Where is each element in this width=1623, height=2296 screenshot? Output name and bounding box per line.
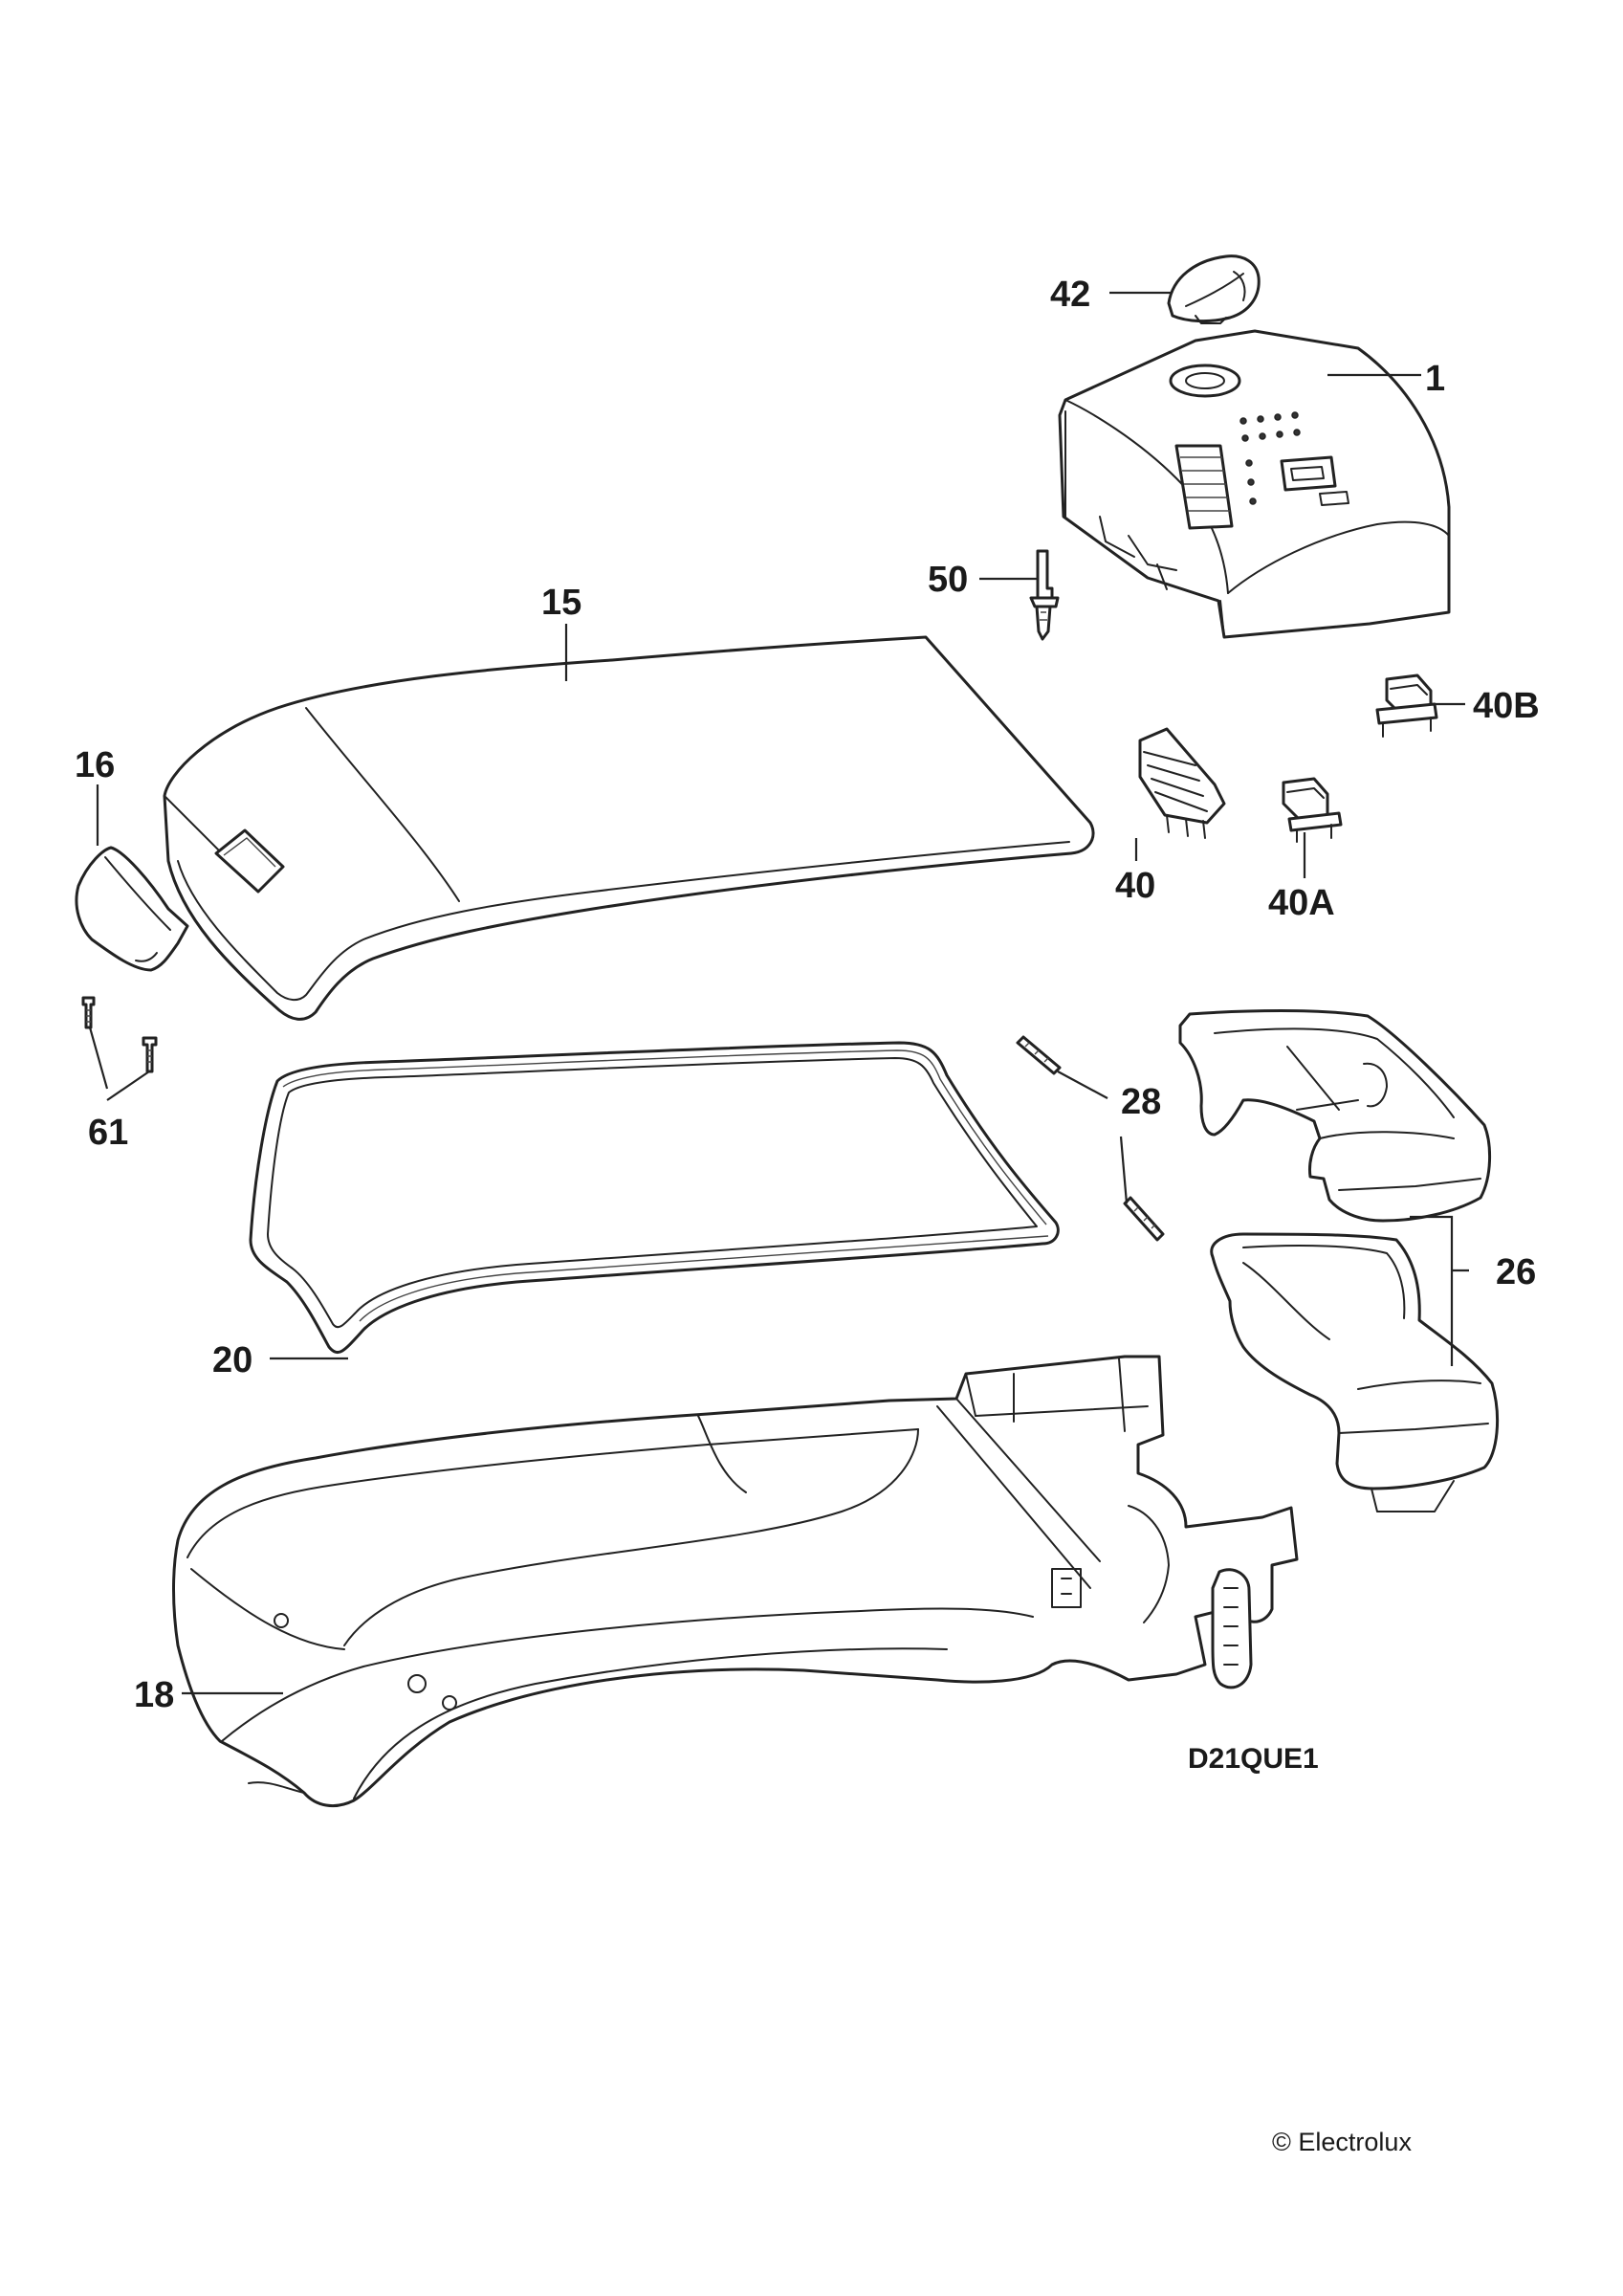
part-15-lid (163, 635, 1095, 1021)
label-20: 20 (212, 1340, 252, 1380)
drawing-code: D21QUE1 (1188, 1743, 1319, 1775)
label-26: 26 (1496, 1252, 1536, 1292)
part-28-hinge-pins (1016, 1035, 1165, 1242)
leader-28b (1119, 1136, 1129, 1204)
part-20-seal (249, 1041, 1060, 1354)
leader-61b (106, 1071, 150, 1101)
label-61: 61 (88, 1113, 128, 1153)
label-40A: 40A (1268, 883, 1335, 923)
leader-28a (1057, 1071, 1108, 1099)
part-16-hinge-cover (75, 846, 189, 972)
part-40A-switch (1282, 777, 1343, 843)
label-15: 15 (541, 583, 581, 623)
leader-26 (1410, 1215, 1469, 1366)
part-26-dispenser (1178, 1009, 1500, 1512)
label-40B: 40B (1473, 686, 1540, 726)
part-50-pin (1029, 549, 1060, 641)
part-18-top-frame (172, 1355, 1299, 1808)
label-28: 28 (1121, 1082, 1161, 1122)
part-40-button-block (1138, 727, 1226, 839)
part-1-control-panel (1058, 329, 1451, 639)
part-42-knob (1167, 254, 1261, 324)
label-42: 42 (1050, 275, 1090, 315)
leader-lines (88, 291, 1469, 1695)
part-40B-switch (1375, 673, 1438, 738)
callout-labels: 42 1 50 15 40B 16 40 40A 61 28 26 20 18 (75, 275, 1540, 1715)
label-16: 16 (75, 745, 115, 785)
leader-61a (88, 1027, 109, 1090)
label-1: 1 (1425, 359, 1445, 399)
label-50: 50 (928, 560, 968, 600)
label-40: 40 (1115, 866, 1155, 906)
part-61-screws (81, 996, 158, 1073)
copyright-notice: © Electrolux (1272, 2128, 1412, 2156)
label-18: 18 (134, 1675, 174, 1715)
